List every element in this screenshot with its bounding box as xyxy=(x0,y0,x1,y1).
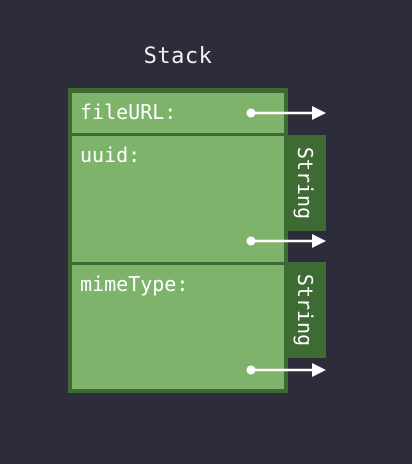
cell-label-mimetype: mimeType: xyxy=(80,272,189,296)
pointer-arrow-uuid xyxy=(246,234,326,248)
cell-label-uuid: uuid: xyxy=(80,143,141,167)
pointer-arrow-fileurl xyxy=(246,106,326,120)
pointer-arrow-mimetype xyxy=(246,363,326,377)
cell-label-fileurl: fileURL: xyxy=(80,100,177,124)
type-tag-string-1: String xyxy=(284,135,326,231)
type-tag-string-2: String xyxy=(284,262,326,358)
stack-title: Stack xyxy=(143,44,213,69)
